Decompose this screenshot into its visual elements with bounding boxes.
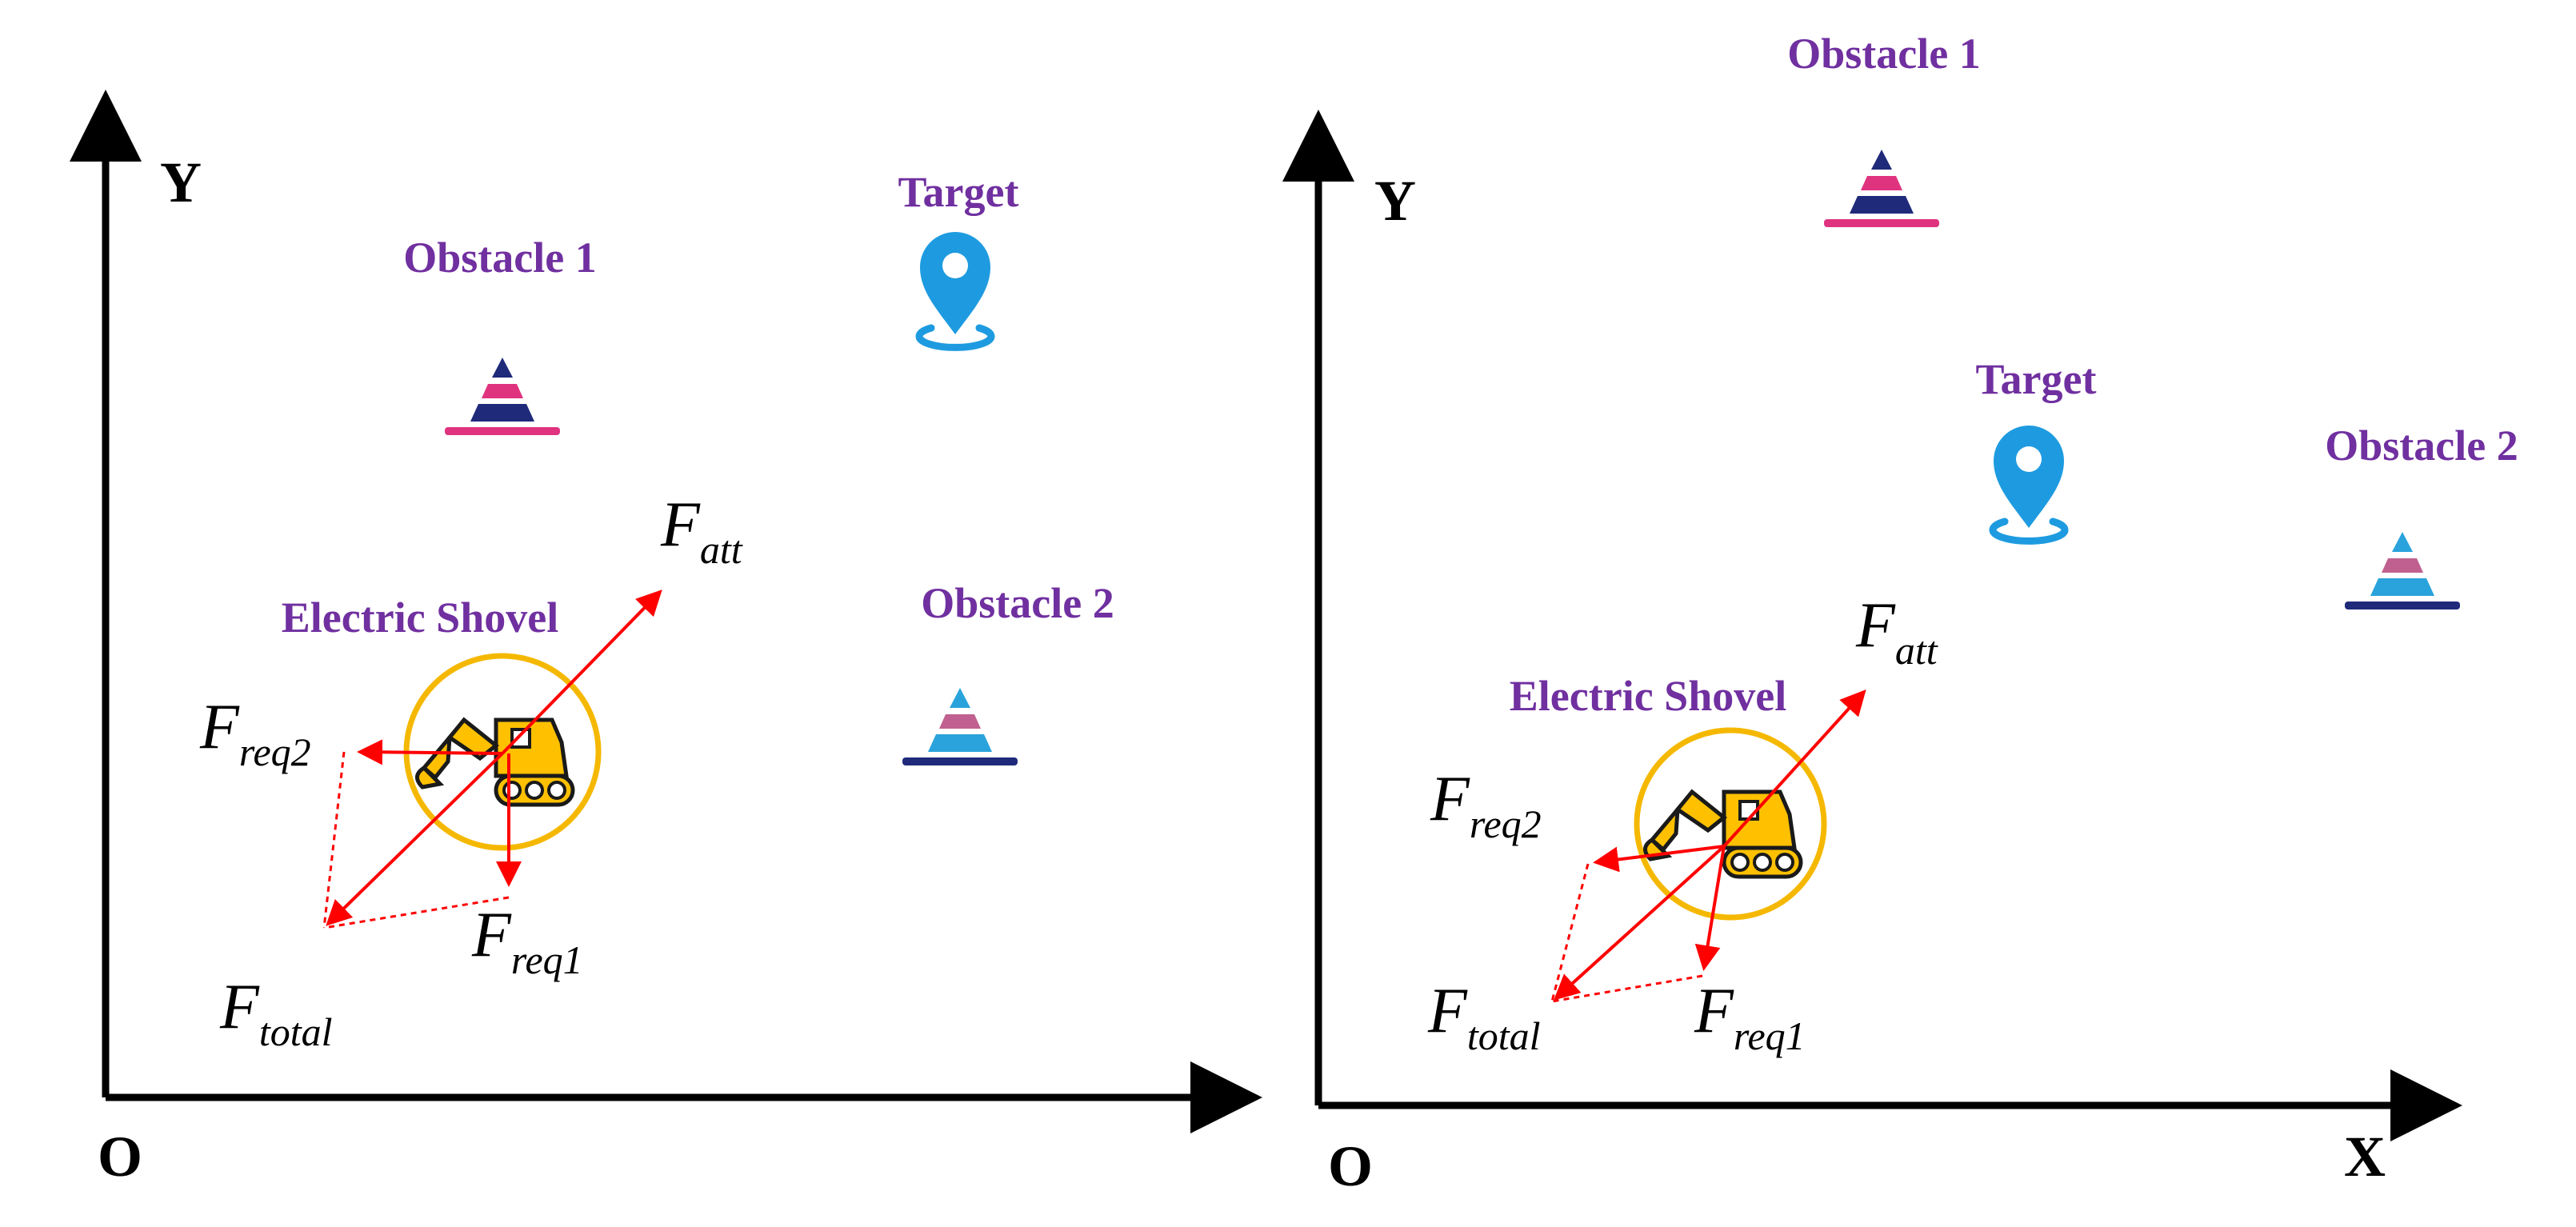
obstacle-cone-icon bbox=[1824, 150, 1939, 227]
right-y-axis-label: Y bbox=[1374, 169, 1416, 233]
right-f-att-arrow bbox=[1722, 689, 1866, 848]
right-f-total-label: Ftotal bbox=[1427, 976, 1541, 1058]
left-y-axis-label: Y bbox=[160, 150, 202, 214]
left-parallelogram-edge bbox=[323, 896, 510, 929]
right-obstacle1-label: Obstacle 1 bbox=[1787, 30, 1980, 78]
right-panel: Y O X Obstacle 1 Target Obstacle 2 Elect… bbox=[1282, 30, 2518, 1198]
left-f-req2-label: Freq2 bbox=[199, 692, 311, 774]
electric-shovel-icon bbox=[1645, 792, 1801, 877]
right-f-req2-label: Freq2 bbox=[1430, 764, 1542, 846]
left-obstacle1-label: Obstacle 1 bbox=[403, 234, 596, 282]
obstacle-cone-icon bbox=[445, 358, 560, 435]
right-f-att-label: Fatt bbox=[1855, 590, 1938, 673]
left-target-label: Target bbox=[898, 168, 1019, 216]
left-f-total-label: Ftotal bbox=[219, 972, 333, 1054]
right-x-axis-label: X bbox=[2344, 1125, 2386, 1189]
left-panel: Y O Target Obstacle 1 Obstacle 2 Electri… bbox=[70, 90, 1262, 1189]
target-pin-icon bbox=[1993, 426, 2065, 541]
obstacle-cone-icon bbox=[2345, 532, 2460, 610]
right-shovel-label: Electric Shovel bbox=[1510, 672, 1786, 720]
left-parallelogram-edge bbox=[322, 751, 346, 929]
right-shovel-ring bbox=[1634, 727, 1827, 921]
right-f-total-arrow bbox=[1554, 845, 1726, 1001]
right-obstacle2-label: Obstacle 2 bbox=[2325, 422, 2518, 470]
right-origin-label: O bbox=[1328, 1134, 1373, 1198]
right-f-req1-label: Freq1 bbox=[1694, 976, 1806, 1058]
left-origin-label: O bbox=[98, 1125, 142, 1189]
left-f-req2-arrow bbox=[357, 739, 503, 765]
left-f-att-arrow bbox=[501, 590, 662, 755]
right-parallelogram-edge bbox=[1551, 974, 1703, 1003]
obstacle-cone-icon bbox=[902, 688, 1018, 765]
right-target-label: Target bbox=[1976, 355, 2097, 403]
left-f-total-arrow bbox=[326, 752, 504, 926]
left-f-req1-label: Freq1 bbox=[471, 900, 583, 982]
right-parallelogram-edge bbox=[1550, 863, 1590, 1002]
right-f-req2-arrow bbox=[1593, 845, 1725, 873]
left-obstacle2-label: Obstacle 2 bbox=[921, 579, 1114, 627]
left-shovel-label: Electric Shovel bbox=[282, 594, 558, 641]
right-f-req1-arrow bbox=[1694, 845, 1726, 971]
target-pin-icon bbox=[919, 232, 991, 347]
left-f-att-label: Fatt bbox=[660, 490, 743, 572]
